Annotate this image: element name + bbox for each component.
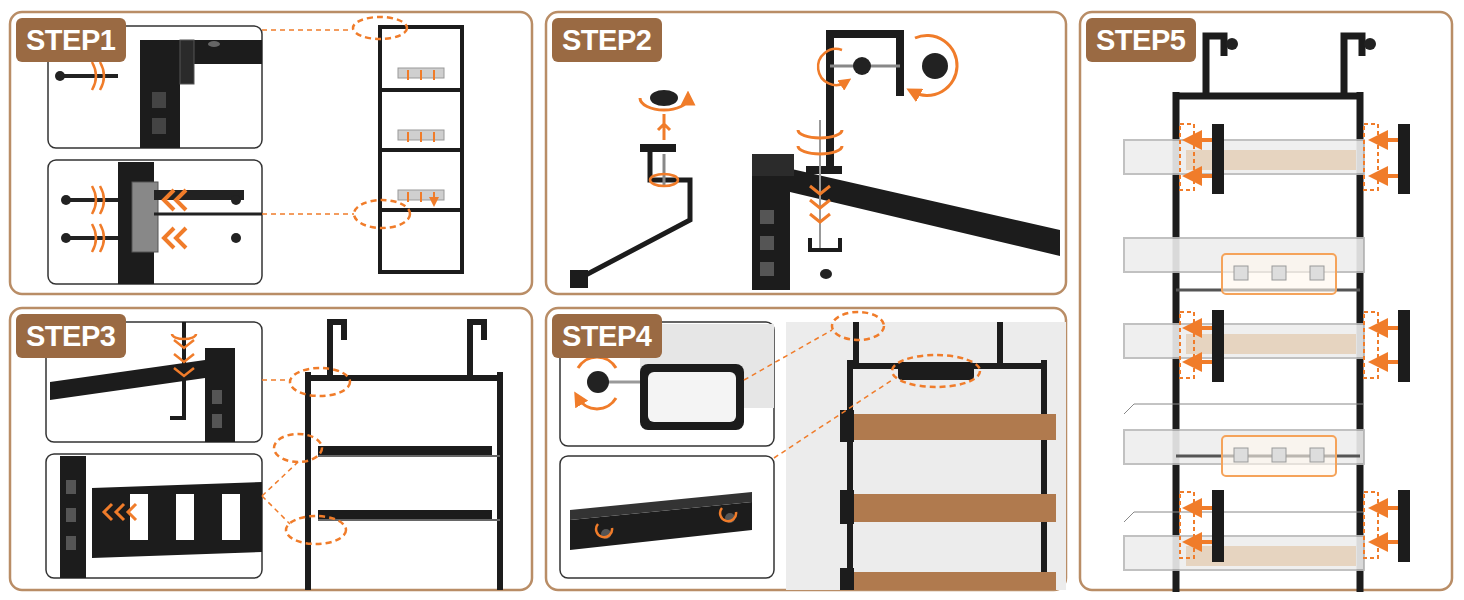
step-label: STEP2 (562, 23, 652, 57)
step-badge: STEP5 (1086, 18, 1196, 62)
step-panels (10, 12, 1452, 590)
step-badge: STEP4 (552, 314, 662, 358)
step-badge: STEP2 (552, 18, 662, 62)
step-label: STEP3 (26, 319, 116, 353)
step-label: STEP4 (562, 319, 652, 353)
step5-art (1124, 36, 1410, 592)
step-badge: STEP3 (16, 314, 126, 358)
step-label: STEP5 (1096, 23, 1186, 57)
step-label: STEP1 (26, 23, 116, 57)
step-badge: STEP1 (16, 18, 126, 62)
step3-art (46, 322, 500, 590)
step2-art (570, 34, 1060, 290)
